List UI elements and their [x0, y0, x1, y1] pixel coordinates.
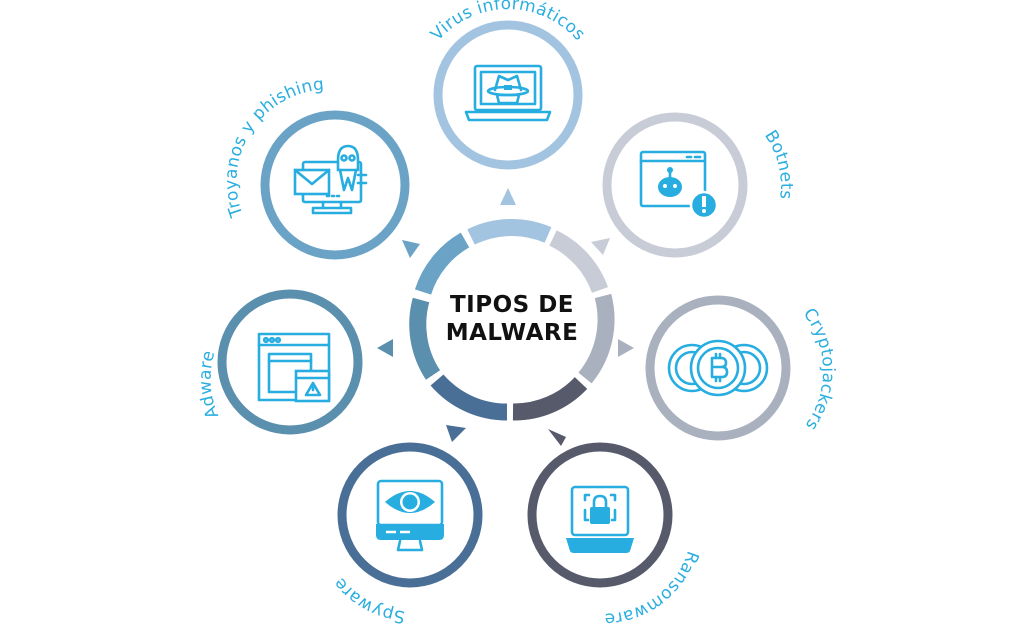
hub-segment-5 — [430, 374, 508, 421]
node-spyware-ring — [337, 442, 483, 588]
central-hub: TIPOS DE MALWARE — [409, 219, 615, 421]
hub-segment-3 — [578, 293, 615, 384]
arrow-virus — [500, 188, 516, 205]
arrow-crypto — [618, 339, 634, 357]
hub-segment-2 — [549, 230, 609, 294]
node-botnets-label: Botnets — [760, 127, 796, 201]
arrow-adware — [377, 339, 393, 357]
outward-arrows — [377, 188, 634, 446]
node-cryptojackers[interactable]: Cryptojackers — [645, 295, 838, 441]
hub-segment-6 — [409, 297, 441, 380]
laptop-spy-hat-icon — [464, 64, 552, 122]
monitor-eye-icon — [376, 479, 444, 552]
node-ransomware[interactable]: Ransomware — [527, 442, 702, 629]
hub-segment-4 — [512, 376, 588, 421]
monitor-mail-skull-icon — [293, 144, 368, 215]
hub-title-line2: MALWARE — [446, 320, 579, 346]
node-botnets[interactable]: Botnets — [602, 112, 796, 258]
browser-robot-alert-icon — [639, 150, 719, 220]
hub-segment-7 — [414, 232, 470, 295]
arrow-botnets — [591, 238, 610, 255]
bitcoin-coins-icon — [667, 339, 769, 397]
node-adware[interactable]: Adware — [195, 289, 363, 435]
node-cryptojackers-label: Cryptojackers — [799, 305, 838, 434]
node-troyanos-ring — [260, 110, 410, 260]
node-spyware[interactable]: Spyware — [330, 442, 483, 626]
hub-segment-1 — [467, 219, 552, 245]
arrow-ransomware — [548, 429, 566, 446]
hub-title-line1: TIPOS DE — [450, 292, 574, 318]
arrow-spyware — [446, 425, 466, 442]
arrow-troyanos — [402, 240, 420, 258]
laptop-padlock-icon — [566, 485, 634, 553]
node-troyanos[interactable]: Troyanos y phishing — [221, 74, 410, 260]
node-virus[interactable]: Virus informáticos — [427, 0, 589, 170]
stacked-windows-warning-icon — [257, 332, 331, 403]
